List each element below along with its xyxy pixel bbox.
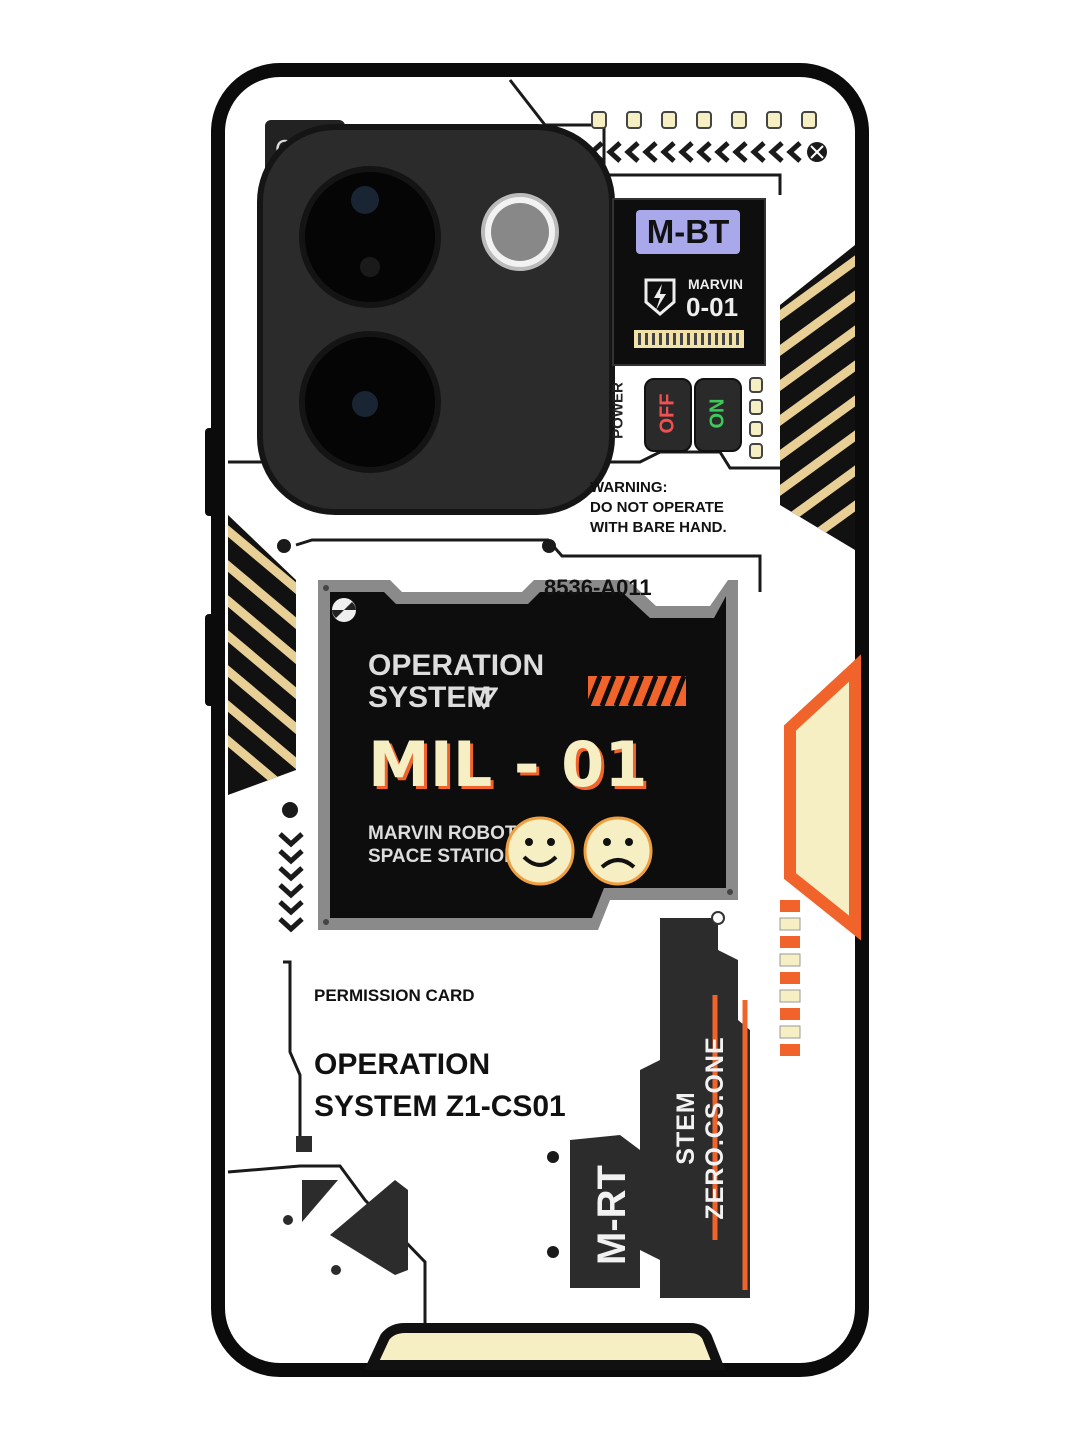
triangle-logo-icon [470, 687, 498, 710]
flash-icon [481, 193, 559, 271]
permission-line-1: OPERATION [314, 1048, 491, 1081]
on-button: ON [694, 378, 742, 452]
mbt-badge: M-BT MARVIN 0-01 [612, 198, 766, 366]
bottom-port-cutout [364, 1323, 726, 1370]
screw-icon [277, 539, 556, 818]
os-title-line-1: OPERATION [368, 649, 545, 682]
os-title-line-2-text: SYSTEM [368, 681, 492, 714]
face-icons [505, 816, 653, 886]
side-switch-column [749, 377, 763, 459]
permission-line-2: SYSTEM Z1-CS01 [314, 1090, 566, 1123]
chevron-left-row-icon [588, 141, 802, 163]
mbt-title: M-BT [636, 210, 740, 254]
power-switch: POWER OFF ON [604, 378, 744, 452]
station-line-2: SPACE STATION [368, 846, 518, 867]
right-hexagon-panel [784, 654, 861, 941]
permission-label: PERMISSION CARD [314, 986, 475, 1005]
mbt-subtitle-code: 0-01 [686, 292, 739, 322]
off-label: OFF [656, 393, 679, 434]
camera-module [257, 124, 615, 515]
screw-icon [807, 142, 827, 162]
permission-title: OPERATION SYSTEM Z1-CS01 [314, 1044, 566, 1128]
mbt-subtitle-name: MARVIN [688, 276, 743, 292]
fan-icon [332, 598, 356, 622]
station-text: MARVIN ROBOT SPACE STATION [368, 822, 518, 868]
off-button: OFF [644, 378, 692, 452]
vertical-system-panel [640, 911, 750, 1298]
warning-line-2: DO NOT OPERATE [590, 499, 724, 516]
station-line-1: MARVIN ROBOT [368, 823, 517, 844]
warning-line-1: WARNING: [590, 479, 668, 496]
system-vertical-text: STEM ZERO.CS.ONE [672, 1036, 729, 1220]
warning-stripe-icon [588, 676, 686, 706]
serial-number: 8536-A011 [544, 575, 652, 600]
lightning-shield-icon [644, 278, 676, 316]
warning-line-3: WITH BARE HAND. [590, 519, 727, 536]
warning-text: WARNING: DO NOT OPERATE WITH BARE HAND. [590, 478, 727, 538]
mrt-vertical-text: M-RT [590, 1165, 634, 1265]
left-stripe-panel [228, 515, 296, 795]
camera-lens-icon [299, 331, 441, 473]
right-dot-column [779, 900, 801, 1056]
chevron-down-column-icon [278, 832, 304, 933]
on-label: ON [706, 398, 729, 429]
os-title-line-2: SYSTEM [368, 682, 544, 714]
power-label: POWER [609, 382, 627, 439]
top-dot-row [591, 111, 817, 129]
barcode-icon [634, 330, 744, 348]
os-title: OPERATION SYSTEM [368, 650, 544, 714]
happy-face-icon [505, 816, 575, 886]
camera-lens-icon [299, 166, 441, 308]
model-number: MIL - 01 [368, 728, 648, 801]
m-rt-block [547, 1135, 640, 1288]
bottom-geometric-shapes [283, 1136, 408, 1275]
sad-face-icon [583, 816, 653, 886]
